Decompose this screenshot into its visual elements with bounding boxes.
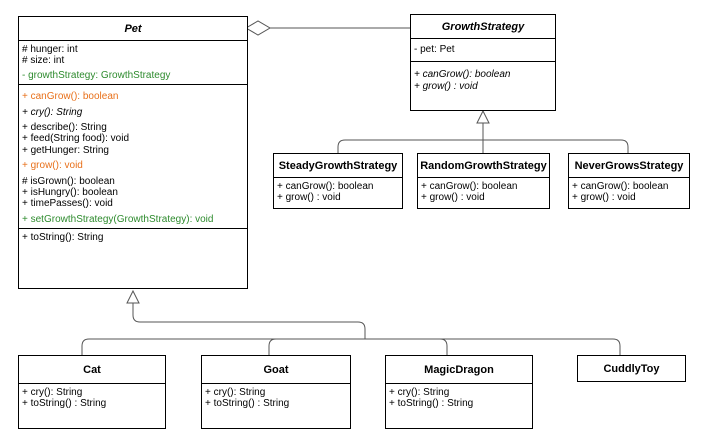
goat-method-tostring: + toString() : String [205,398,290,410]
pet-branch-dragon [365,338,448,355]
never-method-grow: + grow() : void [572,192,636,204]
growth-strategy-attr-pet: - pet: Pet [414,44,455,55]
strategy-branch-right [483,139,629,153]
strategy-inheritance-arrow [476,109,490,124]
pet-methods: + canGrow(): boolean + cry(): String + d… [19,85,247,230]
goat-methods: + cry(): String + toString() : String [202,384,350,413]
cat-methods: + cry(): String + toString() : String [19,384,165,413]
random-growth-strategy-methods: + canGrow(): boolean + grow() : void [418,178,549,207]
steady-growth-strategy-methods: + canGrow(): boolean + grow() : void [274,178,402,207]
goat-class[interactable]: Goat + cry(): String + toString() : Stri… [201,355,351,429]
pet-branch-goat [268,338,277,355]
pet-inheritance-arrow [126,289,140,304]
pet-class-name: Pet [19,17,247,41]
random-method-grow: + grow() : void [421,192,485,204]
pet-method-timepasses: + timePasses(): void [22,198,113,210]
cat-class[interactable]: Cat + cry(): String + toString() : Strin… [18,355,166,429]
pet-method-feed: + feed(String food): void [22,133,130,145]
cat-class-name: Cat [19,356,165,384]
cuddly-toy-class[interactable]: CuddlyToy [577,355,686,382]
pet-attr-growth-strategy: - growthStrategy: GrowthStrategy [22,69,171,81]
never-method-cangrow: + canGrow(): boolean [572,181,669,192]
steady-method-cangrow: + canGrow(): boolean [277,181,374,192]
random-growth-strategy-class[interactable]: RandomGrowthStrategy + canGrow(): boolea… [417,153,550,209]
pet-attr-size: # size: int [22,55,65,67]
pet-attributes: # hunger: int # size: int - growthStrate… [19,41,247,86]
pet-method-isgrown: # isGrown(): boolean [22,175,115,187]
steady-growth-strategy-class-name: SteadyGrowthStrategy [274,154,402,178]
growth-strategy-class-name: GrowthStrategy [411,15,555,39]
pet-attr-hunger: # hunger: int [22,44,78,55]
growth-strategy-class[interactable]: GrowthStrategy - pet: Pet + canGrow(): b… [410,14,556,111]
never-grows-strategy-class[interactable]: NeverGrowsStrategy + canGrow(): boolean … [568,153,690,209]
never-grows-strategy-class-name: NeverGrowsStrategy [569,154,689,178]
magic-dragon-method-tostring: + toString() : String [389,398,474,410]
pet-method-describe: + describe(): String [22,122,107,134]
aggregation-diamond [245,20,271,36]
cuddly-toy-class-name: CuddlyToy [603,363,660,375]
magic-dragon-class-name: MagicDragon [386,356,532,384]
random-growth-strategy-class-name: RandomGrowthStrategy [418,154,549,178]
growth-strategy-method-grow: + grow() : void [414,80,478,92]
pet-method-gethunger: + getHunger: String [22,144,109,156]
magic-dragon-method-cry: + cry(): String [389,387,450,398]
pet-method-setgrowthstrategy: + setGrowthStrategy(GrowthStrategy): voi… [22,213,214,225]
cat-method-tostring: + toString() : String [22,398,107,410]
magic-dragon-class[interactable]: MagicDragon + cry(): String + toString()… [385,355,533,429]
pet-branch-toy [440,338,621,355]
cat-method-cry: + cry(): String [22,387,83,398]
pet-branch-cat [81,338,365,355]
growth-strategy-method-cangrow: + canGrow(): boolean [414,69,511,81]
steady-method-grow: + grow() : void [277,192,341,204]
pet-tail-methods: + toString(): String [19,229,247,246]
pet-trunk [132,303,366,339]
never-grows-strategy-methods: + canGrow(): boolean + grow() : void [569,178,689,207]
pet-method-ishungry: + isHungry(): boolean [22,187,118,199]
goat-method-cry: + cry(): String [205,387,266,398]
pet-method-cry: + cry(): String [22,106,83,118]
strategy-branch-left [337,139,483,153]
pet-class[interactable]: Pet # hunger: int # size: int - growthSt… [18,16,248,289]
pet-method-tostring: + toString(): String [22,232,104,244]
random-method-cangrow: + canGrow(): boolean [421,181,518,192]
magic-dragon-methods: + cry(): String + toString() : String [386,384,532,413]
growth-strategy-attributes: - pet: Pet [411,39,555,63]
pet-method-cangrow: + canGrow(): boolean [22,91,119,103]
steady-growth-strategy-class[interactable]: SteadyGrowthStrategy + canGrow(): boolea… [273,153,403,209]
pet-method-grow: + grow(): void [22,160,83,172]
growth-strategy-methods: + canGrow(): boolean + grow() : void [411,62,555,95]
goat-class-name: Goat [202,356,350,384]
